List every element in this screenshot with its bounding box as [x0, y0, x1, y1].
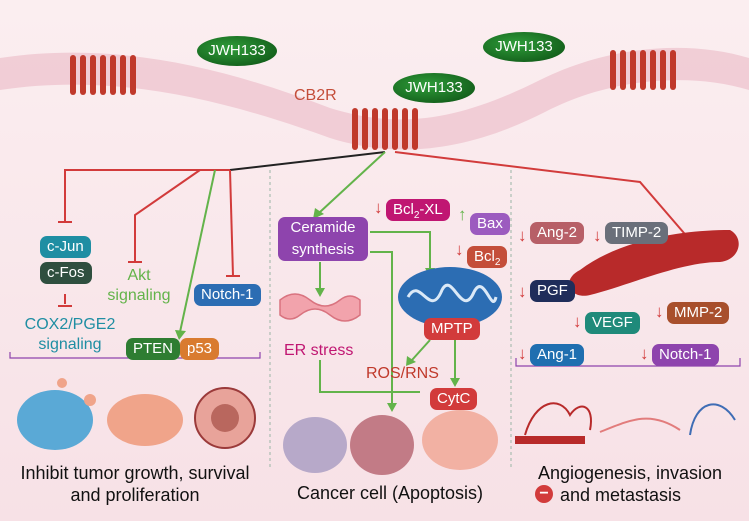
vegf-down-arrow: ↓ — [573, 312, 582, 331]
pgf-down-arrow: ↓ — [518, 282, 527, 301]
mptp-node: MPTP — [424, 318, 480, 340]
mmp2-down-arrow: ↓ — [655, 302, 664, 321]
jwh133-ligand-right: JWH133 — [483, 32, 565, 62]
cox2-pge2-label: COX2/PGE2 signaling — [24, 316, 116, 353]
inhibit-line-angiogenesis — [394, 151, 691, 241]
notch1-right-down-arrow: ↓ — [640, 344, 649, 363]
tumor-cell-cluster — [17, 378, 256, 450]
cjun-node: c-Jun — [40, 236, 91, 258]
jwh133-ligand-center: JWH133 — [393, 73, 475, 103]
jwh133-ligand-left: JWH133 — [197, 36, 277, 66]
notch1-right-node: Notch-1 — [652, 344, 719, 366]
left-panel-title: Inhibit tumor growth, survival and proli… — [20, 463, 250, 505]
ang1-node: Ang-1 — [530, 344, 585, 366]
cb2r-receptor-left — [70, 55, 136, 95]
p53-node: p53 — [180, 338, 220, 360]
inhibit-line-cjun — [64, 169, 230, 222]
ang2-down-arrow: ↓ — [518, 226, 527, 245]
bclxl-node: Bcl2-XL — [386, 199, 450, 221]
cb2r-receptor-right — [610, 50, 676, 90]
endoplasmic-reticulum — [279, 293, 361, 322]
right-panel-title-line2: and metastasis — [560, 485, 682, 505]
ros-rns-label: ROS/RNS — [366, 365, 439, 382]
blood-vessel — [569, 230, 739, 296]
akt-signaling-label: Akt signaling — [107, 267, 171, 304]
signal-trunk — [229, 151, 386, 171]
cb2r-receptor-center — [352, 108, 418, 150]
vegf-node: VEGF — [585, 312, 640, 334]
cell-membrane — [0, 47, 749, 150]
mid-panel-title: Cancer cell (Apoptosis) — [296, 483, 484, 503]
bclxl-down-arrow: ↓ — [374, 198, 383, 217]
ang1-down-arrow: ↓ — [518, 344, 527, 363]
cytc-node: CytC — [430, 388, 478, 410]
activate-line-pten — [179, 169, 216, 333]
bax-up-arrow: ↑ — [458, 205, 467, 224]
bcl2-node: Bcl2 — [467, 246, 508, 268]
inhibit-line-akt — [134, 169, 201, 262]
pgf-node: PGF — [530, 280, 575, 302]
ang2-node: Ang-2 — [530, 222, 585, 244]
activate-line-ceramide — [319, 151, 386, 213]
timp2-down-arrow: ↓ — [593, 226, 602, 245]
ceramide-node: Ceramide synthesis — [278, 217, 368, 261]
timp2-node: TIMP-2 — [605, 222, 669, 244]
mmp2-node: MMP-2 — [667, 302, 730, 324]
cb2r-label: CB2R — [294, 87, 337, 104]
apoptotic-cell-cluster — [283, 410, 498, 475]
pten-node: PTEN — [126, 338, 181, 360]
minus-icon: − — [535, 485, 553, 503]
inhibit-line-notch — [229, 169, 234, 277]
notch1-node: Notch-1 — [194, 284, 261, 306]
bcl2-down-arrow: ↓ — [455, 240, 464, 259]
cfos-node: c-Fos — [40, 262, 92, 284]
right-panel-title-line1: Angiogenesis, invasion — [537, 463, 723, 483]
mitochondrion — [398, 267, 502, 327]
er-stress-label: ER stress — [284, 342, 354, 359]
vessel-network — [515, 402, 736, 444]
bax-node: Bax — [470, 213, 510, 235]
